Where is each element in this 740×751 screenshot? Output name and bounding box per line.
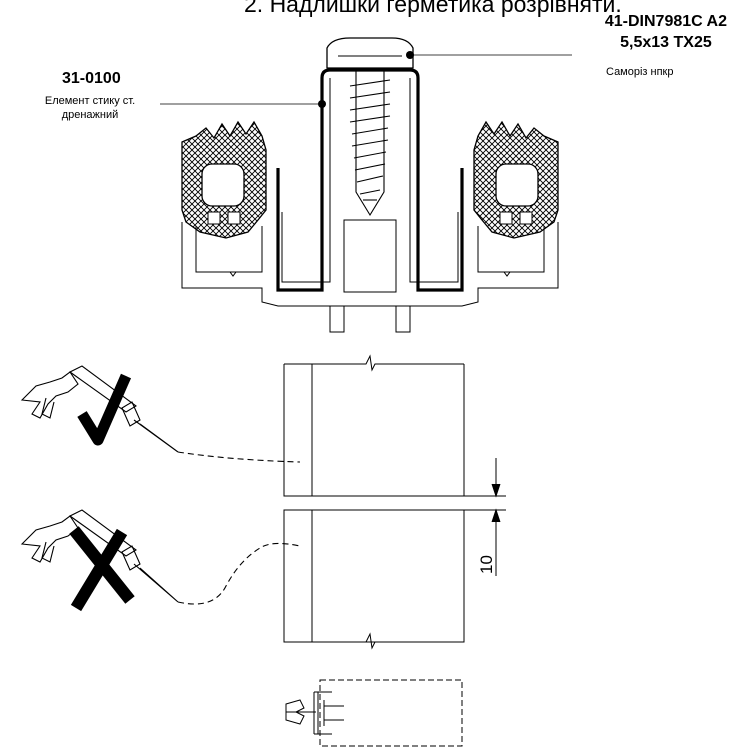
screw-code: 41-DIN7981C A2 5,5x13 TX25 [605, 11, 727, 53]
screw-description: Саморіз нпкр [606, 66, 674, 78]
joint-element [276, 78, 464, 292]
sealant-gun-icon [20, 365, 301, 463]
left-gasket [181, 120, 267, 239]
right-gasket [473, 120, 559, 239]
element-description: Елемент стику ст. дренажний [44, 95, 136, 121]
cross-icon [69, 526, 135, 612]
screw-head [326, 37, 414, 69]
dimension-value: 10 [477, 555, 496, 574]
glass-panes [283, 354, 506, 650]
profile-section [160, 37, 572, 333]
element-code: 31-0100 [62, 70, 121, 87]
screw-shank [349, 68, 391, 217]
checkmark-icon [77, 373, 132, 446]
sealant-gun-icon-2 [20, 509, 301, 605]
page-heading: 2. Надлишки герметика розрівняти. [244, 0, 622, 17]
screw-code-line1: 41-DIN7981C A2 [604, 13, 727, 30]
small-section [285, 679, 463, 747]
screw-code-line2: 5,5x13 TX25 [620, 34, 712, 51]
